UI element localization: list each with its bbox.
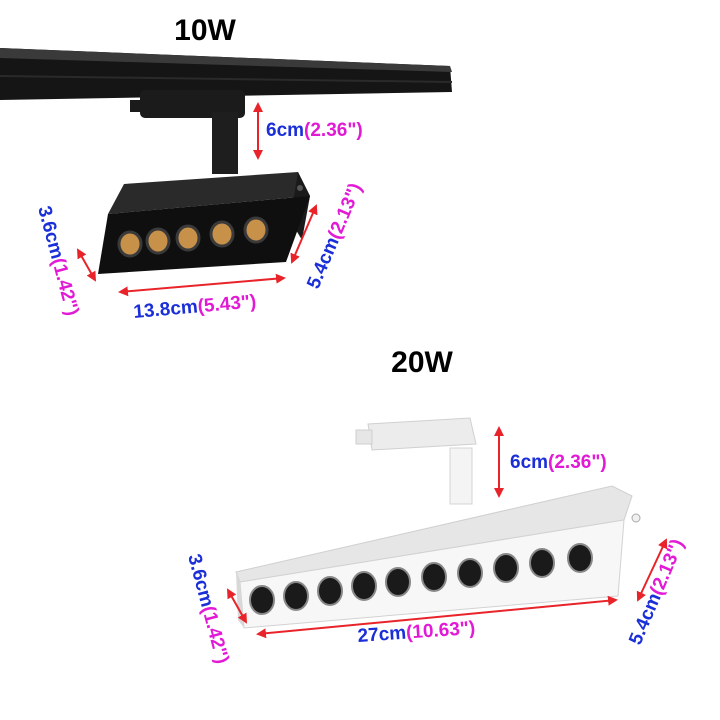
height-label-20w: 6cm(2.36") <box>510 452 607 473</box>
led-lens <box>385 567 411 597</box>
led-lens <box>145 227 171 255</box>
depth-arrow-10w <box>77 248 96 282</box>
led-lens <box>175 224 201 252</box>
spotlight-body-10w <box>98 172 310 274</box>
length-label-10w: 13.8cm(5.43") <box>133 291 257 323</box>
title-10w: 10W <box>174 14 236 47</box>
depth-label-10w: 3.6cm(1.42") <box>33 204 82 318</box>
track-rail-10w <box>0 48 453 100</box>
adapter-20w <box>355 417 477 505</box>
led-row-10w <box>117 216 269 258</box>
led-lens <box>117 230 143 258</box>
led-lens <box>249 585 275 615</box>
led-lens <box>567 543 593 573</box>
width-arrow-10w <box>290 204 318 264</box>
width-label-10w: 5.4cm(2.13") <box>303 180 366 292</box>
width-arrow-20w <box>636 538 668 602</box>
led-lens <box>421 562 447 592</box>
led-lens <box>493 553 519 583</box>
width-label-20w: 5.4cm(2.13") <box>625 536 688 648</box>
height-label-10w: 6cm(2.36") <box>266 120 363 141</box>
led-lens <box>283 581 309 611</box>
led-lens <box>457 558 483 588</box>
length-arrow-10w <box>118 273 286 297</box>
led-lens <box>317 576 343 606</box>
title-20w: 20W <box>391 346 453 379</box>
led-lens <box>529 548 555 578</box>
led-lens <box>351 571 377 601</box>
adapter-10w <box>130 90 245 174</box>
length-label-20w: 27cm(10.63") <box>357 618 476 647</box>
led-lens <box>243 216 269 244</box>
length-arrow-20w <box>256 595 618 639</box>
depth-arrow-20w <box>227 588 247 624</box>
depth-label-20w: 3.6cm(1.42") <box>183 552 232 666</box>
led-lens <box>209 220 235 248</box>
